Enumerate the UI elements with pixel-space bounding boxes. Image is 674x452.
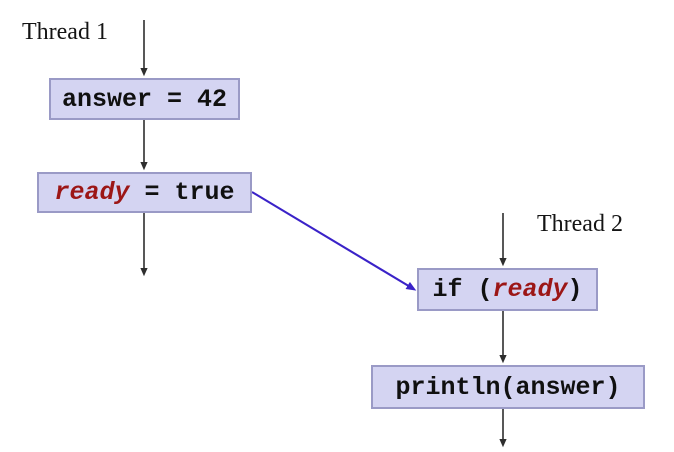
node-ready-assignment[interactable]: ready = true	[37, 172, 252, 213]
node-answer-assignment[interactable]: answer = 42	[49, 78, 240, 120]
node-if-text-tail: )	[567, 275, 583, 304]
thread-label-thread2: Thread 2	[537, 211, 623, 237]
node-assign-text: answer = 42	[61, 84, 228, 114]
edge-flag-to-if-sync	[251, 191, 417, 291]
node-println-text: println(answer)	[395, 372, 621, 402]
node-if-var-ready: ready	[492, 275, 568, 304]
node-flag-text-tail: = true	[129, 178, 235, 207]
node-flag-var-ready: ready	[54, 178, 130, 207]
node-if-ready-check[interactable]: if (ready)	[417, 268, 598, 311]
thread-label-thread1: Thread 1	[22, 19, 108, 45]
node-println-answer[interactable]: println(answer)	[371, 365, 645, 409]
node-if-text-head: if (	[432, 275, 493, 304]
